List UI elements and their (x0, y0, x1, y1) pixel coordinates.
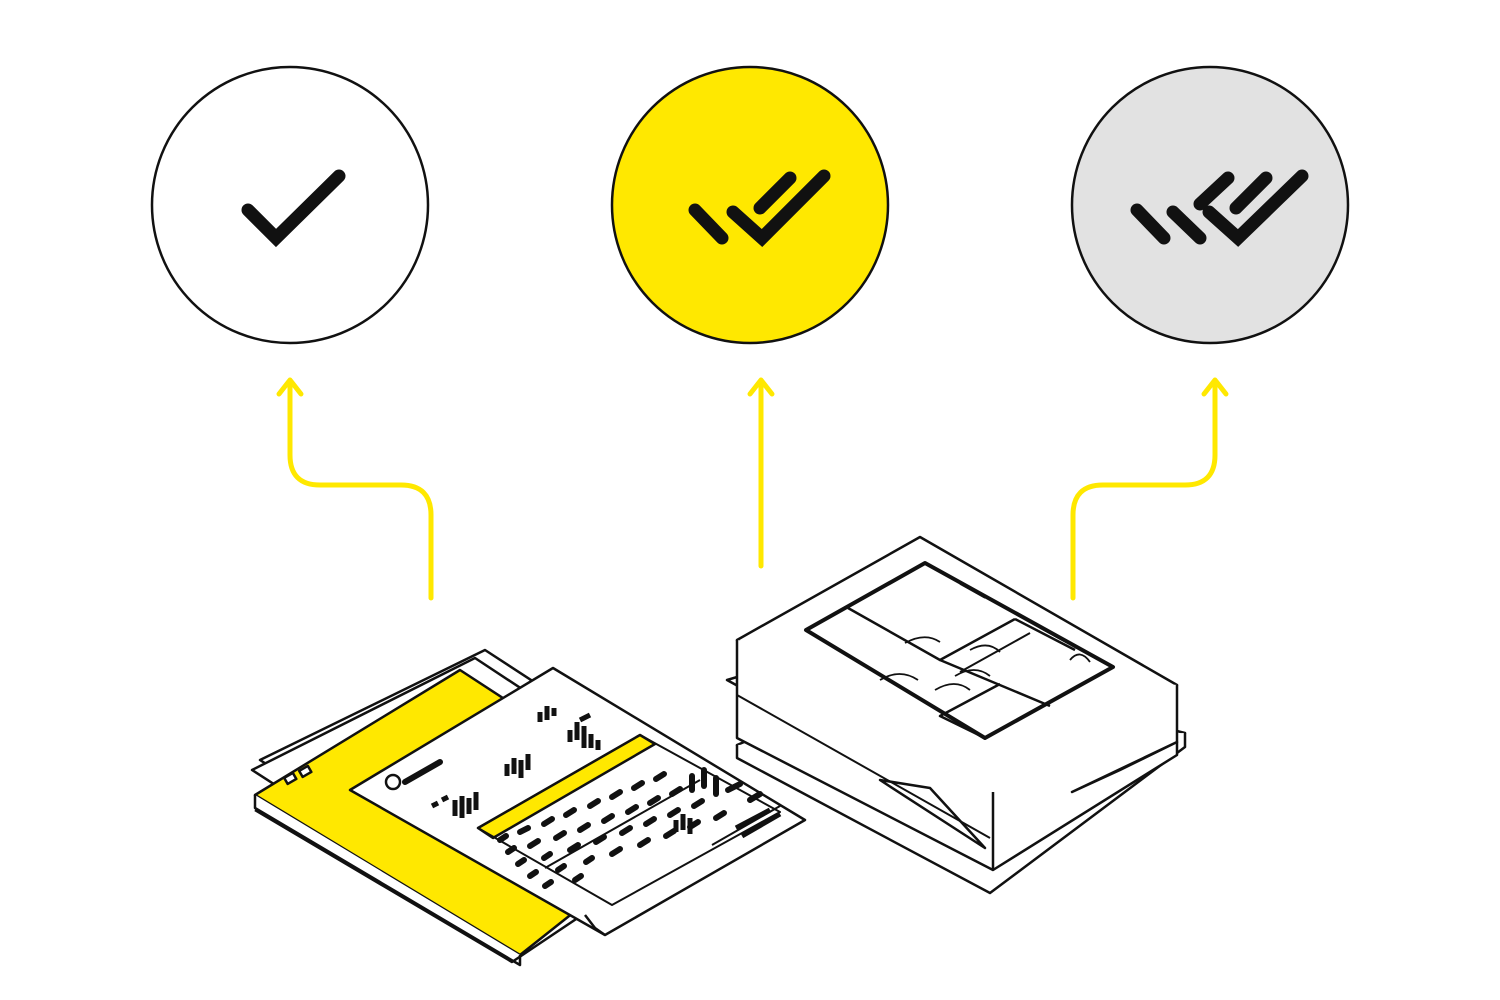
badge-single-check (150, 65, 430, 345)
check-icon (241, 169, 346, 248)
badge-triple-check (1070, 65, 1350, 345)
triple-check-icon (1130, 169, 1309, 247)
arrow-center (747, 377, 775, 569)
arrow-left (276, 377, 434, 601)
floor-plan-boxes-icon (725, 535, 1187, 895)
report-documents-icon (250, 648, 807, 967)
badge-double-check (610, 65, 890, 345)
double-check-icon (688, 169, 831, 247)
arrow-right (1070, 377, 1229, 601)
